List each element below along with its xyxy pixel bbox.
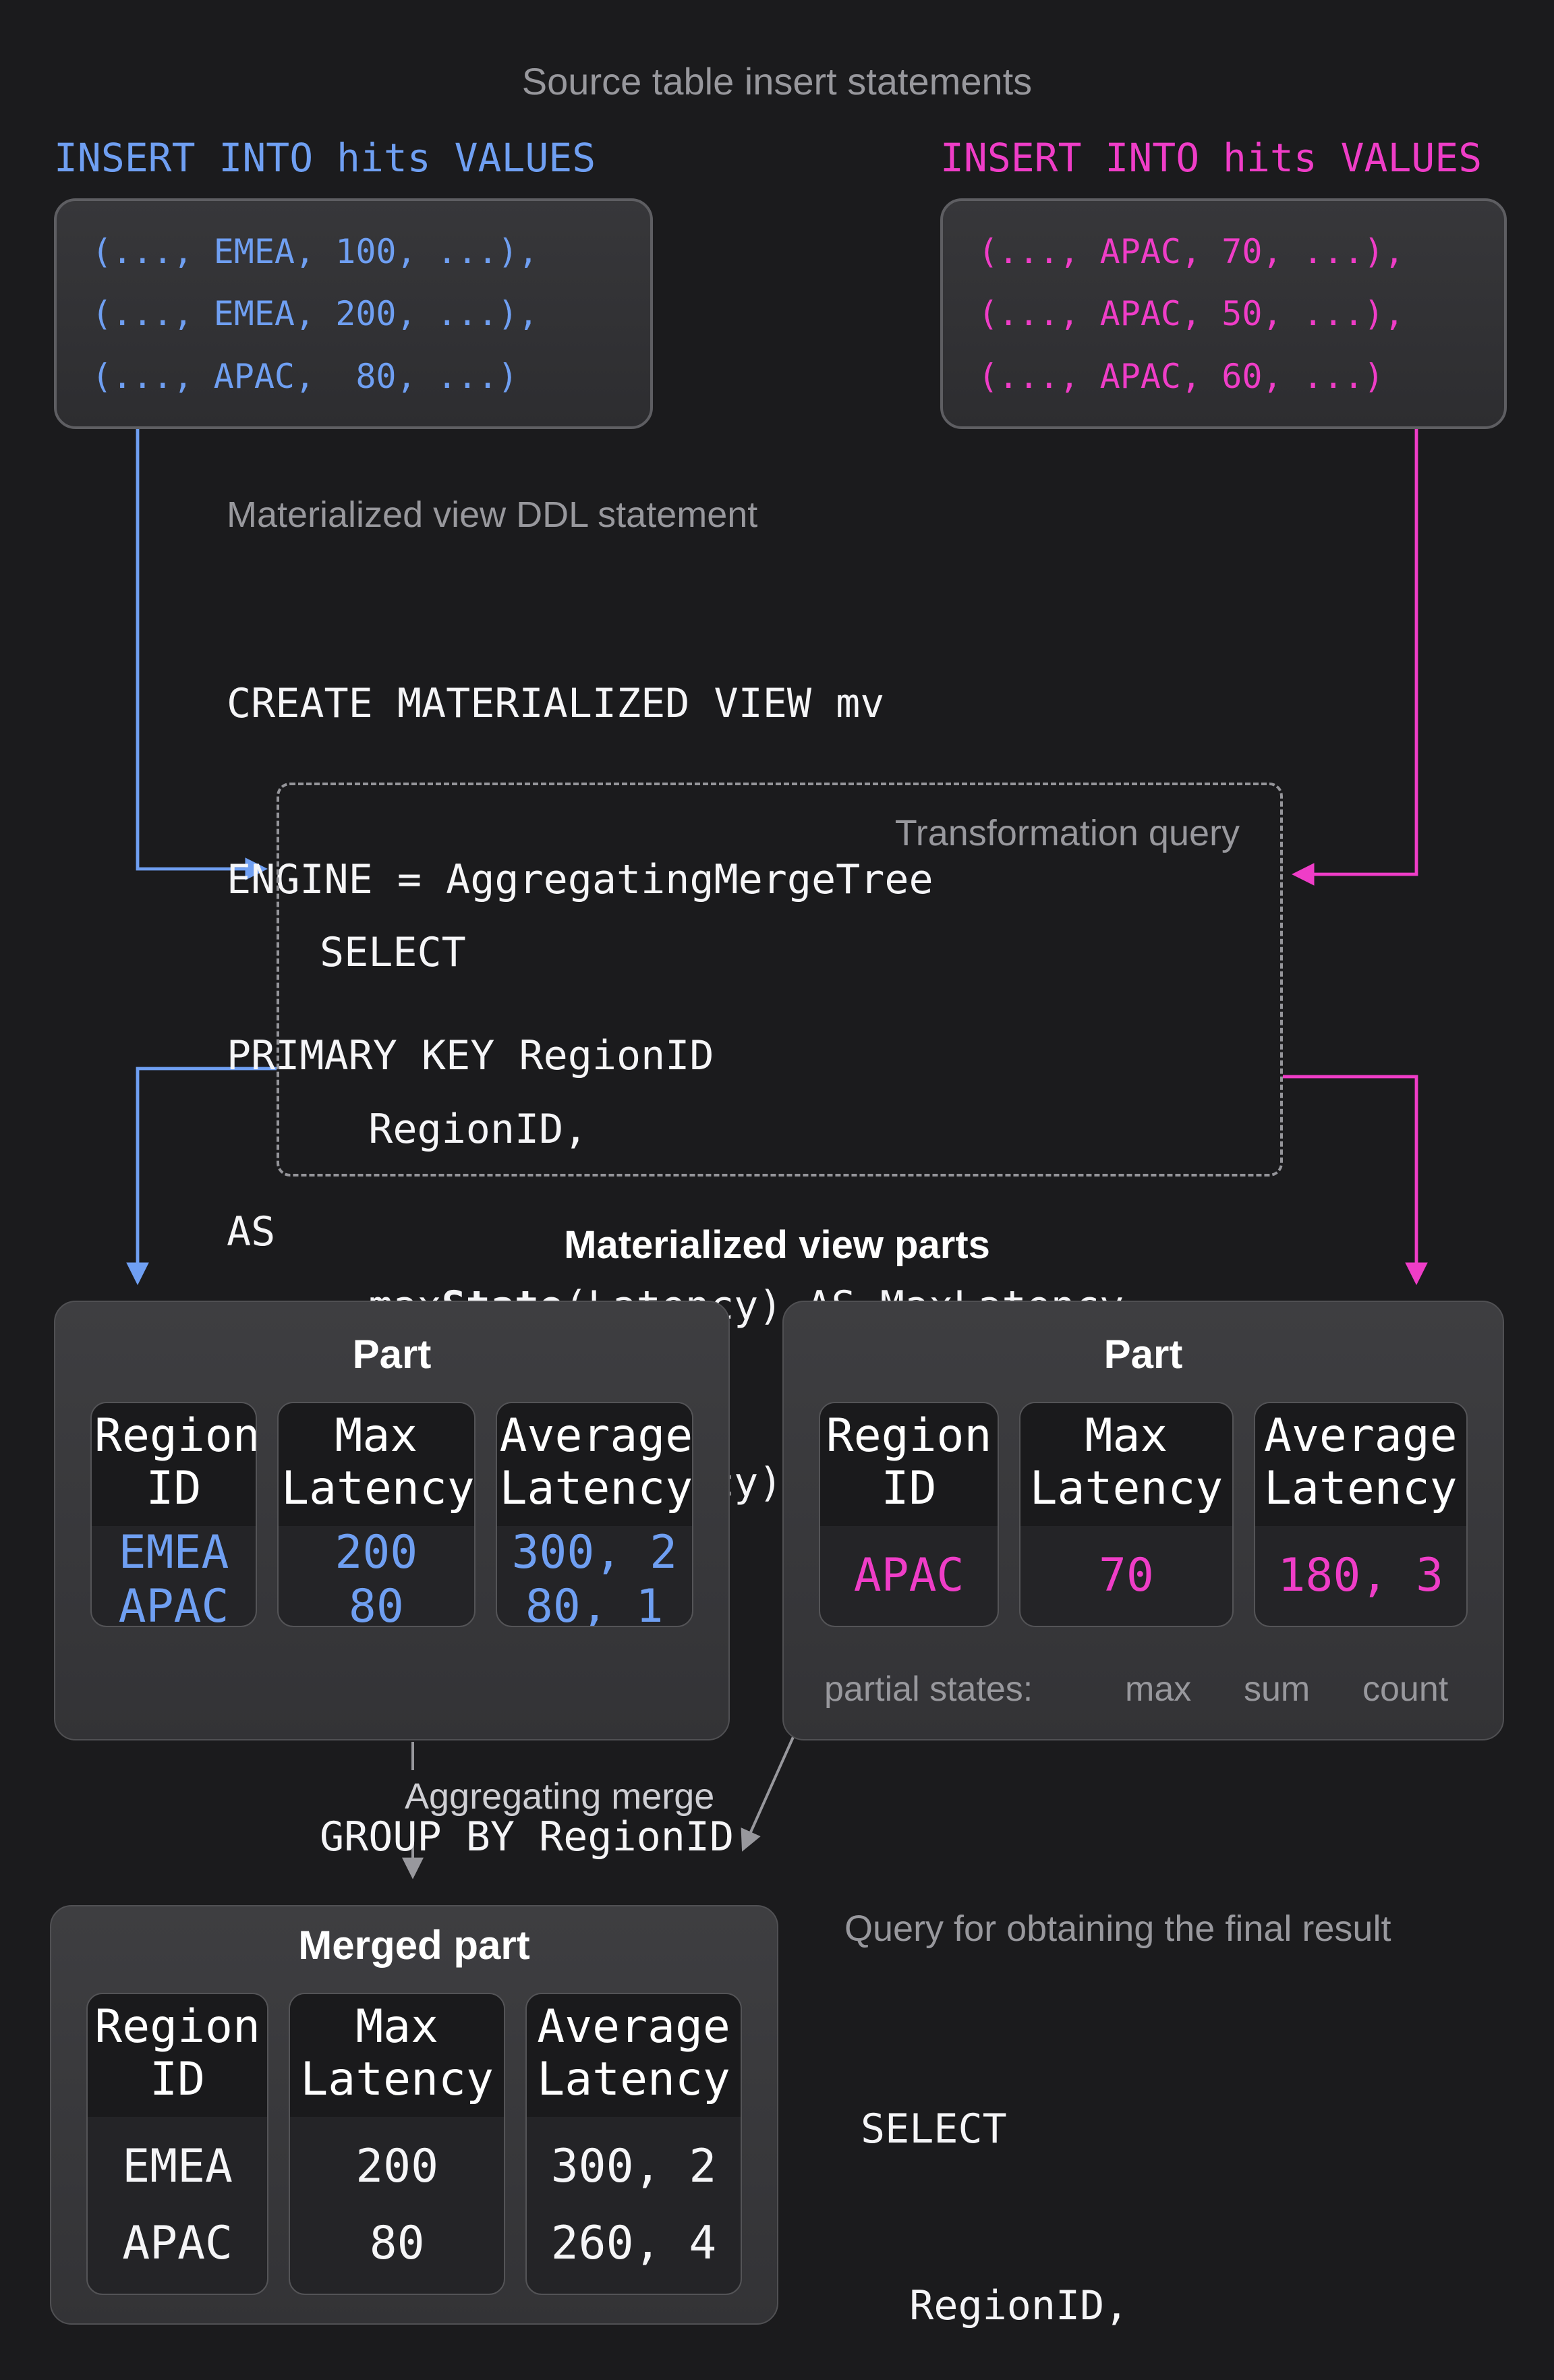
column-header: Region ID [88,1994,268,2118]
code-line: GROUP BY RegionID [320,1813,735,1861]
ddl-code-line: PRIMARY KEY RegionID [227,1032,714,1079]
insert-box-left: (..., EMEA, 100, ...), (..., EMEA, 200, … [54,198,653,429]
value-cell: 180, 3 [1277,1549,1444,1603]
part-title: Part [1103,1332,1183,1377]
column-header: Max Latency [290,1994,505,2118]
column-average-latency: Average Latency 300, 2 80, 1 [495,1402,693,1627]
part-columns: Region ID APAC Max Latency 70 Average La… [819,1402,1468,1627]
value-cell: 200 [355,2140,439,2194]
column-header: Average Latency [496,1403,692,1527]
column-average-latency: Average Latency 180, 3 [1253,1402,1468,1627]
code-line: RegionID, [861,2282,1129,2330]
column-region-id: Region ID APAC [819,1402,1000,1627]
value-cell: 200 [335,1526,418,1580]
insert-row: (..., EMEA, 200, ...), [92,294,539,333]
insert-row: (..., APAC, 50, ...), [978,294,1405,333]
value-cell: APAC [122,2217,233,2271]
pink-arrow-insert-to-query [1291,429,1418,886]
value-cell: 260, 4 [550,2217,717,2271]
part-title: Part [352,1332,432,1377]
column-max-latency: Max Latency 200 80 [289,1993,506,2295]
part-box-right: Part Region ID APAC Max Latency 70 Avera… [782,1301,1504,1740]
value-cell: APAC [853,1549,965,1603]
column-region-id: Region ID EMEA APAC [90,1402,258,1627]
code-line: RegionID, [320,1106,588,1154]
insert-header-left: INSERT INTO hits VALUES [54,135,596,181]
code-line: SELECT [861,2105,1007,2153]
page-title: Source table insert statements [521,60,1033,103]
ddl-code-block: CREATE MATERIALIZED VIEW mv ENGINE = Agg… [227,557,933,1379]
ddl-section-label: Materialized view DDL statement [227,494,758,535]
value-cell: 80 [348,1580,404,1627]
column-header: Max Latency [1020,1403,1232,1527]
value-cell: 70 [1098,1549,1154,1603]
column-max-latency: Max Latency 200 80 [277,1402,476,1627]
column-max-latency: Max Latency 70 [1019,1402,1234,1627]
column-average-latency: Average Latency 300, 2 260, 4 [525,1993,743,2295]
column-region-id: Region ID EMEA APAC [86,1993,269,2295]
column-header: Average Latency [527,1994,741,2118]
part-box-left: Part Region ID EMEA APAC Max Latency 200… [54,1301,730,1740]
part-columns: Region ID EMEA APAC Max Latency 200 80 A… [86,1993,743,2295]
transformation-query-box: Transformation query SELECT RegionID, ma… [277,783,1283,1861]
partial-state-max: max [1125,1670,1192,1709]
insert-box-right: (..., APAC, 70, ...), (..., APAC, 50, ..… [940,198,1507,429]
ddl-code-line: AS [227,1208,276,1255]
insert-header-right: INSERT INTO hits VALUES [940,135,1483,181]
ddl-code-line: ENGINE = AggregatingMergeTree [227,856,933,903]
merged-part-title: Merged part [298,1923,530,1968]
code-line: SELECT [320,928,466,976]
transformation-query-label: Transformation query [894,813,1240,853]
parts-section-title: Materialized view parts [564,1223,990,1267]
value-cell: 300, 2 [511,1526,678,1580]
partial-states-label: partial states: [824,1670,1033,1709]
part-columns: Region ID EMEA APAC Max Latency 200 80 A… [90,1402,693,1627]
column-header: Region ID [820,1403,998,1527]
value-cell: 80, 1 [525,1580,664,1627]
column-header: Average Latency [1255,1403,1466,1527]
insert-row: (..., APAC, 60, ...) [978,356,1385,396]
ddl-code-line: CREATE MATERIALIZED VIEW mv [227,680,885,727]
value-cell: APAC [118,1580,229,1627]
aggregating-merge-label: Aggregating merge [405,1776,715,1817]
final-query-label: Query for obtaining the final result [844,1908,1391,1949]
partial-state-sum: sum [1244,1670,1311,1709]
value-cell: 300, 2 [550,2140,717,2194]
column-header: Region ID [92,1403,256,1527]
value-cell: EMEA [118,1526,229,1580]
insert-row: (..., APAC, 80, ...) [92,356,519,396]
insert-row: (..., APAC, 70, ...), [978,231,1405,271]
value-cell: 80 [369,2217,425,2271]
column-header: Max Latency [279,1403,474,1527]
merged-part-box: Merged part Region ID EMEA APAC Max Late… [50,1905,778,2325]
partial-state-count: count [1362,1670,1449,1709]
value-cell: EMEA [122,2140,233,2194]
insert-row: (..., EMEA, 100, ...), [92,231,539,271]
